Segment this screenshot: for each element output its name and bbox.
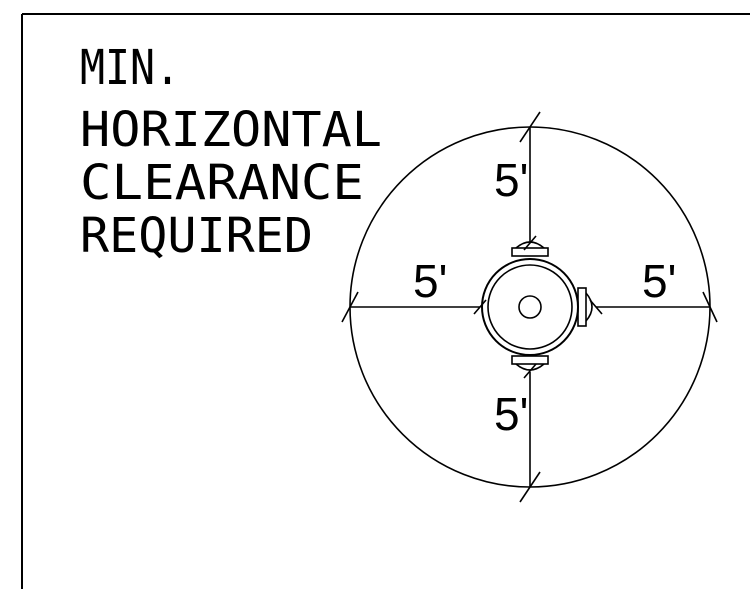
- tick-mark-left: [341, 291, 359, 323]
- label-line-4: REQUIRED: [80, 208, 313, 264]
- tick-mark-top: [519, 111, 541, 143]
- label-line-1: MIN.: [80, 40, 180, 96]
- label-line-2: HORIZONTAL: [80, 102, 382, 158]
- fire-hydrant-icon: [481, 241, 593, 371]
- label-line-3: CLEARANCE: [80, 155, 364, 211]
- dimension-label-right: 5': [642, 255, 676, 307]
- clearance-label: MIN. HORIZONTAL CLEARANCE REQUIRED: [80, 40, 382, 264]
- tick-mark-inner-left: [473, 299, 487, 315]
- dimension-label-top: 5': [494, 154, 528, 206]
- dimension-label-bottom: 5': [494, 388, 528, 440]
- tick-mark-inner-bottom: [523, 363, 537, 379]
- tick-mark-bottom: [519, 471, 541, 503]
- tick-mark-right: [702, 291, 718, 323]
- dimension-label-left: 5': [413, 255, 447, 307]
